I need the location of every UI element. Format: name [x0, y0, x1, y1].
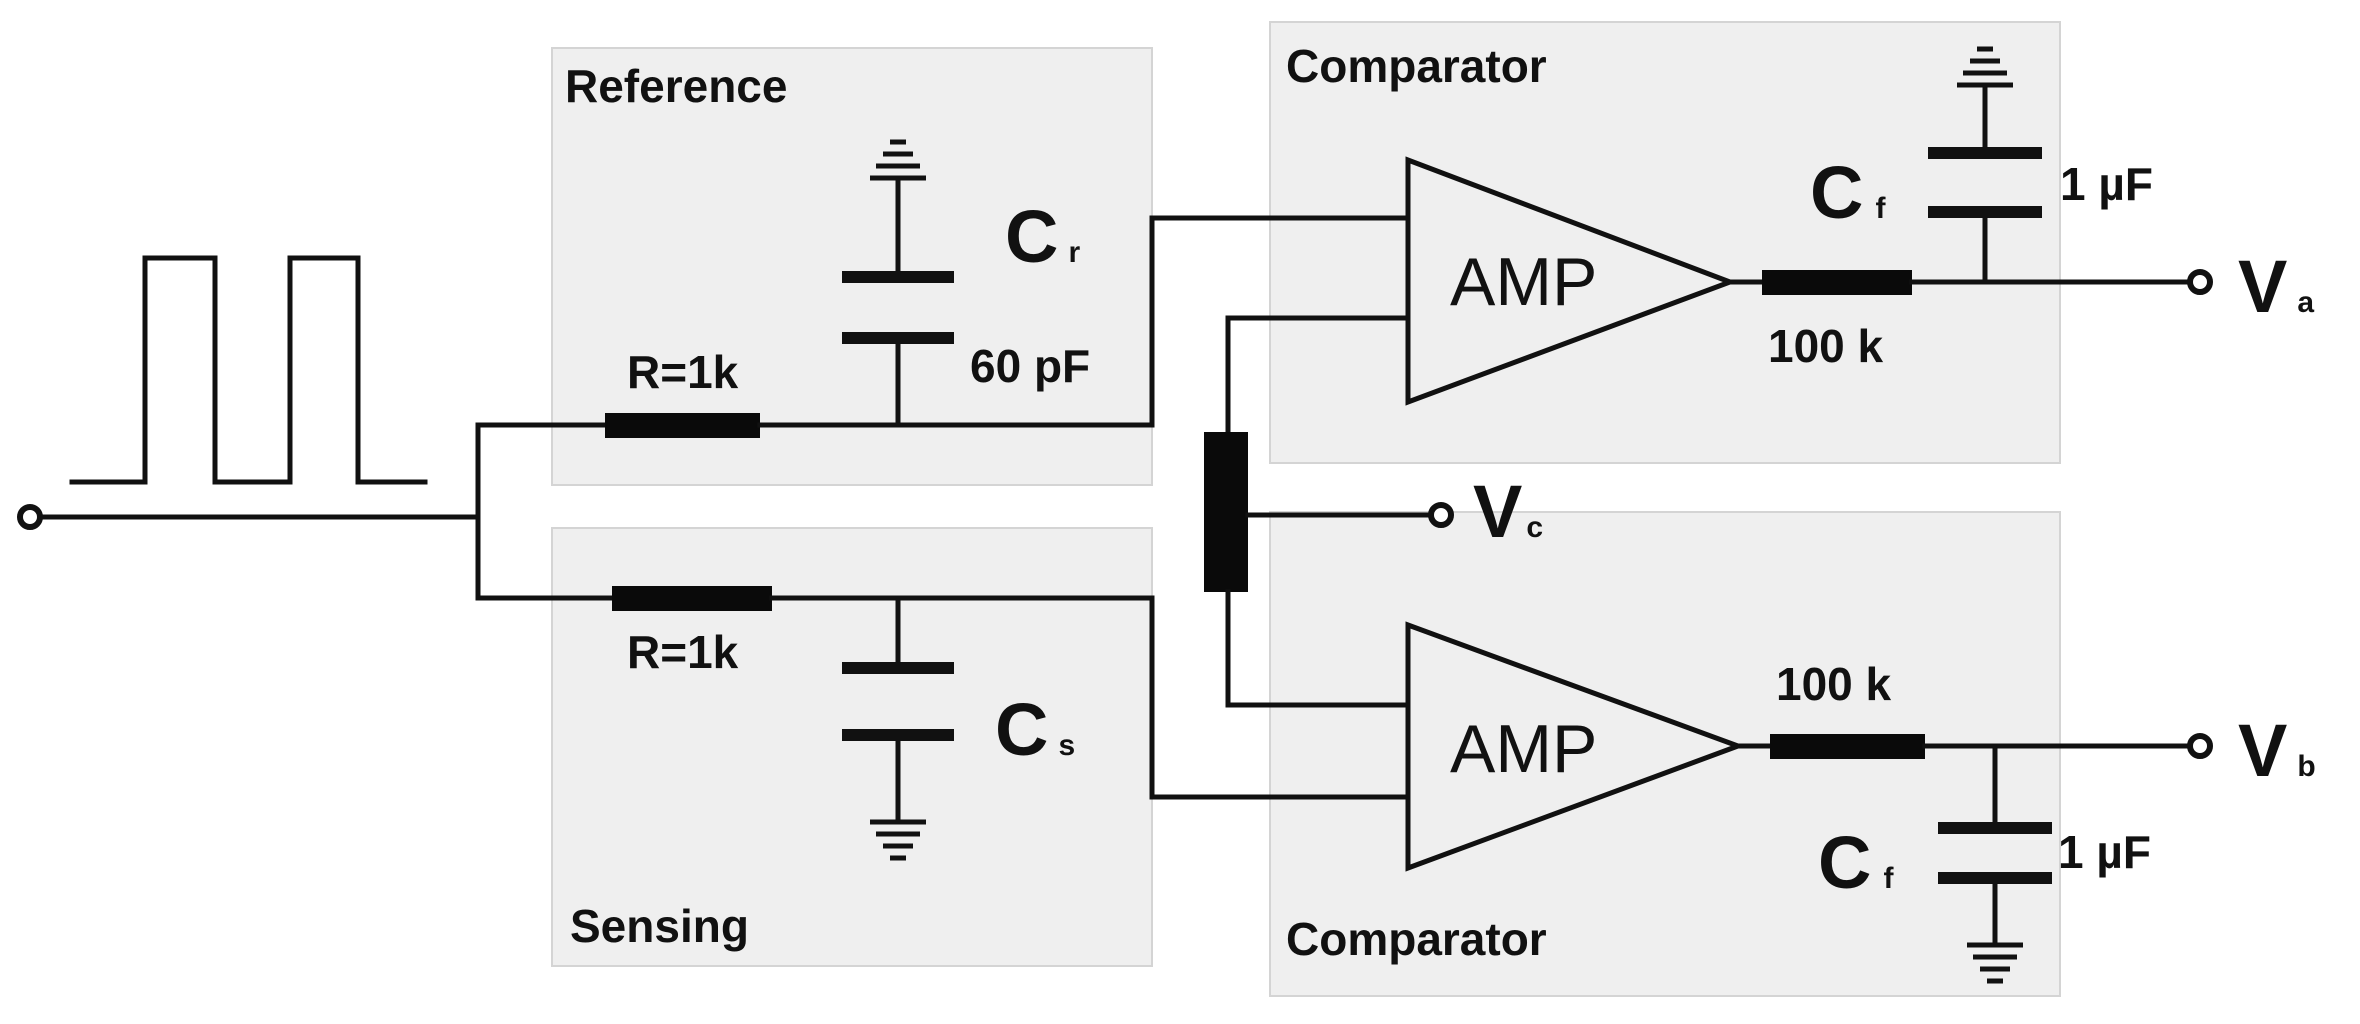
comparator-top-block [1269, 21, 2061, 464]
reference-resistor [605, 413, 760, 438]
amp-top-label: AMP [1450, 244, 1597, 320]
vc-resistor [1204, 432, 1248, 592]
amp-top [1405, 156, 1738, 406]
cf-top-value: 1 µF [2060, 158, 2153, 210]
reference-resistor-label: R=1k [627, 346, 739, 398]
cf-bottom-ground-icon [1967, 942, 2023, 984]
bottom-amp-inverting-wire [1225, 589, 1411, 708]
va-terminal[interactable] [2187, 269, 2213, 295]
reference-wire-out [757, 215, 1411, 428]
vb-terminal[interactable] [2187, 733, 2213, 759]
sensing-resistor-label: R=1k [627, 626, 739, 678]
cr-ground-icon [870, 139, 926, 181]
comparator-bottom-title: Comparator [1286, 913, 1547, 965]
amp-bottom-label: AMP [1450, 711, 1597, 787]
cs-ground-icon [870, 819, 926, 861]
top-output-resistor [1762, 270, 1912, 295]
vc-terminal[interactable] [1428, 502, 1454, 528]
amp-bottom [1405, 621, 1746, 872]
sensing-wire-out [769, 595, 1411, 800]
bottom-output-resistor [1770, 734, 1925, 759]
cf-top-ground-icon [1957, 46, 2013, 88]
cf-bottom-value: 1 µF [2058, 826, 2151, 878]
sensing-resistor [612, 586, 772, 611]
input-terminal[interactable] [17, 504, 43, 530]
bottom-output-resistor-label: 100 k [1776, 658, 1892, 710]
comparator-top-title: Comparator [1286, 40, 1547, 92]
pulse-waveform [69, 255, 428, 485]
reference-block [551, 47, 1153, 486]
cr-value: 60 pF [970, 340, 1090, 392]
top-output-resistor-label: 100 k [1768, 320, 1884, 372]
top-amp-inverting-wire [1225, 315, 1411, 435]
reference-block-title: Reference [565, 60, 787, 112]
sensing-block-title: Sensing [570, 900, 749, 952]
